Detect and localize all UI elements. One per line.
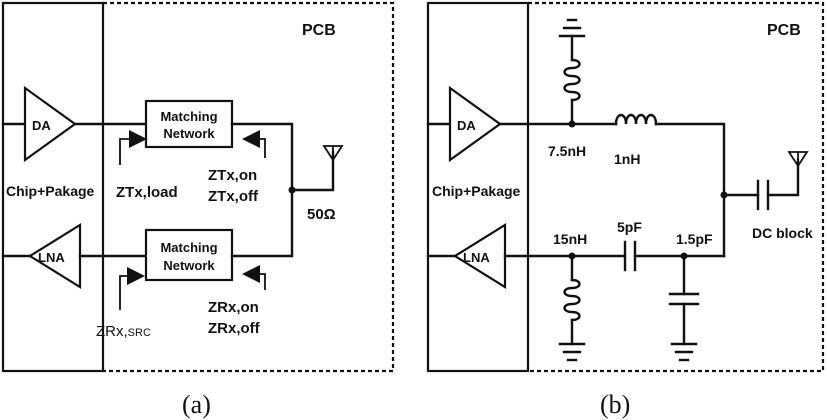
ztx-onoff-arrow — [242, 130, 266, 158]
label-15nh: 15nH — [553, 231, 587, 247]
mn-tx-line1: Matching — [160, 109, 217, 124]
label-dc-block: DC block — [752, 225, 813, 241]
capacitor-dc-block — [756, 179, 770, 211]
label-1nh: 1nH — [614, 151, 640, 167]
da-amplifier-b — [448, 85, 502, 163]
zrx-off-label: ZRx,off — [208, 320, 261, 337]
zrx-src-arrow — [119, 267, 145, 310]
label-7-5nh: 7.5nH — [548, 143, 586, 159]
inductor-15nh — [558, 254, 586, 362]
da-label: DA — [32, 118, 51, 133]
zrx-src-label: ZRx,SRC — [96, 323, 151, 340]
da-label-b: DA — [457, 118, 476, 133]
lna-label-b: LNA — [463, 250, 490, 265]
ztx-off-label: ZTx,off — [208, 188, 259, 205]
mn-rx-line1: Matching — [160, 240, 217, 255]
panel-a: PCB Chip+Pakage DA LNA Matching Network … — [1, 1, 395, 419]
ztx-load-arrow — [119, 130, 147, 165]
capacitor-1-5pf — [668, 254, 700, 362]
caption-b: (b) — [600, 390, 630, 419]
capacitor-5pf — [623, 240, 637, 272]
caption-a: (a) — [182, 390, 211, 419]
inductor-7-5nh — [558, 18, 586, 126]
pcb-label-b: PCB — [767, 22, 801, 39]
matching-network-tx — [144, 99, 234, 149]
zrx-on-label: ZRx,on — [208, 299, 259, 316]
label-5pf: 5pF — [617, 219, 642, 235]
zrx-src-subscript: SRC — [128, 327, 151, 339]
zrx-onoff-arrow — [242, 265, 266, 290]
pcb-region-b — [528, 1, 825, 373]
inductor-1nh — [614, 113, 658, 126]
mn-rx-line2: Network — [163, 258, 215, 273]
chip-package-region-b — [426, 1, 530, 373]
panel-b: PCB Chip+Pakage DA 7.5nH 1nH — [426, 1, 825, 419]
da-amplifier — [23, 85, 77, 163]
chip-package-label-b: Chip+Pakage — [432, 183, 521, 199]
ztx-load-label: ZTx,load — [116, 184, 178, 201]
label-1-5pf: 1.5pF — [676, 231, 713, 247]
mn-tx-line2: Network — [163, 126, 215, 141]
chip-package-region — [1, 1, 105, 373]
impedance-50-ohm: 50Ω — [307, 206, 336, 223]
chip-package-label: Chip+Pakage — [6, 183, 95, 199]
lna-label: LNA — [38, 250, 65, 265]
pcb-label: PCB — [302, 22, 336, 39]
ztx-on-label: ZTx,on — [208, 167, 257, 184]
